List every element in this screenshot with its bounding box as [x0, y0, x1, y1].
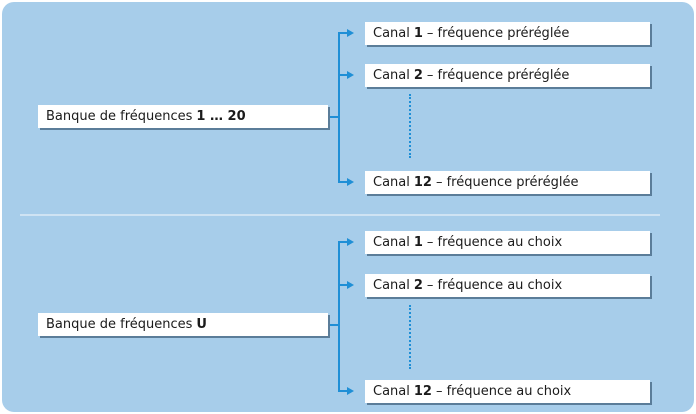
bottom-branch-1 — [338, 241, 348, 243]
bottom-bank-stub — [330, 324, 339, 326]
top-channel-12-suffix: – fréquence préréglée — [435, 175, 579, 190]
bottom-branch-3 — [338, 390, 348, 392]
bottom-bank-prefix: Banque de fréquences — [46, 317, 193, 332]
top-channel-1-prefix: Canal — [373, 26, 410, 41]
bottom-channel-1-prefix: Canal — [373, 235, 410, 250]
bottom-vertical-connector — [338, 241, 340, 391]
top-ellipsis-dots — [409, 94, 411, 158]
top-bank-stub — [330, 116, 339, 118]
top-channel-12-num: 12 — [413, 175, 432, 190]
bottom-channel-12-suffix: – fréquence au choix — [435, 384, 572, 399]
bottom-channel-2-prefix: Canal — [373, 278, 410, 293]
top-branch-3 — [338, 181, 348, 183]
top-branch-2 — [338, 74, 348, 76]
top-arrow-2 — [347, 71, 354, 79]
bottom-bank-box: Banque de fréquences U — [38, 313, 328, 336]
top-channel-12-prefix: Canal — [373, 175, 410, 190]
bottom-channel-1-num: 1 — [413, 235, 423, 250]
bottom-arrow-3 — [347, 387, 354, 395]
top-arrow-3 — [347, 178, 354, 186]
bottom-channel-2-num: 2 — [413, 278, 423, 293]
bottom-arrow-2 — [347, 281, 354, 289]
top-channel-2: Canal 2 – fréquence préréglée — [365, 64, 650, 87]
top-bank-value: 1 … 20 — [196, 109, 246, 124]
bottom-channel-1-suffix: – fréquence au choix — [426, 235, 563, 250]
top-bank-prefix: Banque de fréquences — [46, 109, 193, 124]
bottom-channel-2: Canal 2 – fréquence au choix — [365, 274, 650, 297]
bottom-arrow-1 — [347, 238, 354, 246]
top-channel-12: Canal 12 – fréquence préréglée — [365, 171, 650, 194]
bottom-channel-12-prefix: Canal — [373, 384, 410, 399]
bottom-bank-value: U — [196, 317, 207, 332]
top-channel-2-prefix: Canal — [373, 68, 410, 83]
group-divider — [20, 214, 660, 216]
top-vertical-connector — [338, 32, 340, 182]
bottom-branch-2 — [338, 284, 348, 286]
top-branch-1 — [338, 32, 348, 34]
bottom-channel-12-num: 12 — [413, 384, 432, 399]
bottom-channel-2-suffix: – fréquence au choix — [426, 278, 563, 293]
top-channel-1-suffix: – fréquence préréglée — [426, 26, 570, 41]
top-bank-box: Banque de fréquences 1 … 20 — [38, 105, 328, 128]
top-channel-2-suffix: – fréquence préréglée — [426, 68, 570, 83]
top-channel-2-num: 2 — [413, 68, 423, 83]
top-channel-1: Canal 1 – fréquence préréglée — [365, 22, 650, 45]
top-arrow-1 — [347, 29, 354, 37]
bottom-channel-1: Canal 1 – fréquence au choix — [365, 231, 650, 254]
bottom-ellipsis-dots — [409, 305, 411, 369]
bottom-channel-12: Canal 12 – fréquence au choix — [365, 380, 650, 403]
top-channel-1-num: 1 — [413, 26, 423, 41]
